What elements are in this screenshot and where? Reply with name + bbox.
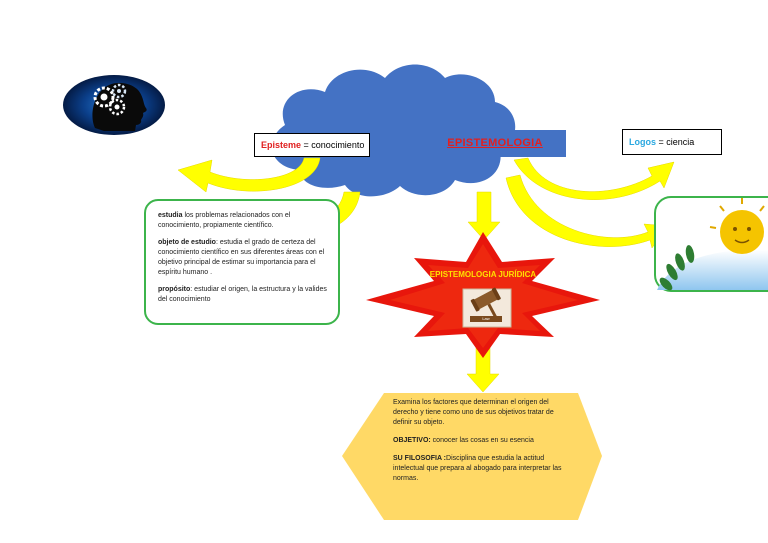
logos-meaning: ciencia — [666, 137, 695, 147]
brain-gears-icon — [63, 75, 165, 135]
left-note: estudia los problemas relacionados con e… — [144, 199, 340, 325]
main-title: EPISTEMOLOGIA — [424, 130, 566, 157]
sun-laurel-emblem — [654, 196, 768, 292]
bottom-filosofia: SU FILOSOFIA :Disciplina que estudia la … — [393, 455, 562, 482]
note-objeto: objeto de estudio: estudia el grado de c… — [158, 239, 325, 276]
arrow-cloud-to-star — [467, 191, 501, 241]
gavel-caption: Law — [482, 316, 490, 321]
cloud-shape — [271, 64, 516, 197]
arrow-star-to-hexagon — [466, 346, 500, 393]
episteme-term: Episteme — [261, 140, 302, 150]
bottom-examina: Examina los factores que determinan el o… — [393, 399, 554, 426]
episteme-box: Episteme = conocimiento — [254, 133, 370, 157]
star-title: EPISTEMOLOGIA JURÍDICA — [429, 270, 537, 279]
hexagon-shape — [342, 393, 602, 520]
bottom-note: Examina los factores que determinan el o… — [393, 398, 565, 492]
arrow-to-logos — [513, 157, 675, 200]
logos-box: Logos = ciencia — [622, 129, 722, 155]
gavel-icon — [462, 287, 512, 328]
arrow-to-emblem — [505, 174, 669, 249]
logos-term: Logos — [629, 137, 656, 147]
bottom-objetivo: OBJETIVO: conocer las cosas en su esenci… — [393, 437, 534, 444]
arrow-episteme-left — [177, 157, 321, 193]
note-estudia: estudia los problemas relacionados con e… — [158, 212, 291, 229]
episteme-meaning: conocimiento — [311, 140, 365, 150]
connector-arrows — [177, 157, 675, 393]
note-proposito: propósito: estudiar el origen, la estruc… — [158, 286, 327, 303]
